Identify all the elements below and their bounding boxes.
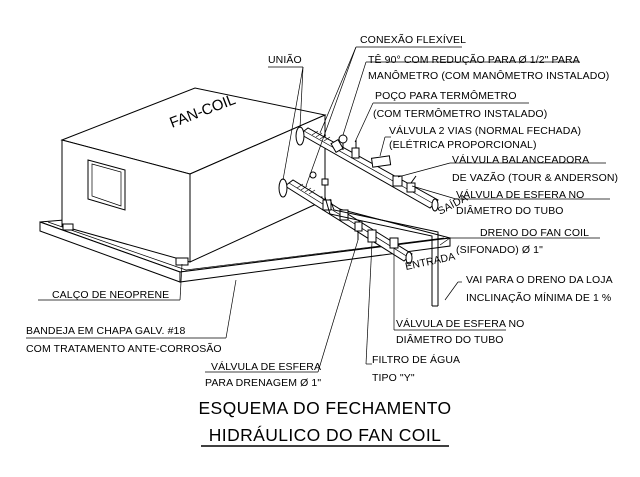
label-te90-line2: MANÔMETRO (COM MANÔMETRO INSTALADO) [368, 69, 609, 82]
label-dreno-line1: DRENO DO FAN COIL [480, 227, 589, 239]
label-esfera-tubo2-line1: VÁLVULA DE ESFERA NO [396, 317, 524, 330]
label-uniao: UNIÃO [268, 53, 302, 66]
label-bandeja-line2: COM TRATAMENTO ANTE-CORROSÃO [26, 342, 222, 355]
label-filtro-line2: TIPO "Y" [372, 372, 415, 384]
drain-pipe [324, 196, 439, 307]
label-balanceadora-line1: VÁLVULA BALANCEADORA [452, 153, 589, 166]
label-esfera-tubo1-line1: VÁLVULA DE ESFERA NO [456, 188, 584, 201]
label-poco-line2: (COM TERMÔMETRO INSTALADO) [373, 107, 547, 120]
label-dreno-line2: (SIFONADO) Ø 1" [456, 244, 543, 256]
label-filtro-line1: FILTRO DE ÁGUA [372, 353, 460, 366]
label-drenagem-line2: PARA DRENAGEM Ø 1" [205, 377, 321, 389]
label-esfera-tubo1-line2: DIÂMETRO DO TUBO [456, 204, 564, 217]
title-line1: ESQUEMA DO FECHAMENTO [198, 398, 451, 418]
title-line2: HIDRÁULICO DO FAN COIL [209, 425, 441, 445]
label-valvula2vias-line2: (ELÉTRICA PROPORCIONAL) [389, 138, 537, 151]
label-drenagem-line1: VÁLVULA DE ESFERA [211, 360, 321, 373]
upper-pipe-line [295, 126, 439, 212]
label-loja-line1: VAI PARA O DRENO DA LOJA [466, 274, 613, 286]
fan-coil-unit: FAN-COIL [60, 87, 327, 266]
label-valvula2vias-line1: VÁLVULA 2 VIAS (NORMAL FECHADA) [389, 124, 581, 137]
lower-pipe-line [278, 171, 413, 265]
label-loja-line2: INCLINAÇÃO MÍNIMA DE 1 % [466, 291, 611, 304]
label-poco-line1: POÇO PARA TERMÔMETRO [375, 89, 517, 102]
label-balanceadora-line2: DE VAZÃO (TOUR & ANDERSON) [452, 171, 618, 184]
diagram-title: ESQUEMA DO FECHAMENTO HIDRÁULICO DO FAN … [198, 398, 451, 447]
label-bandeja-line1: BANDEJA EM CHAPA GALV. #18 [26, 325, 185, 337]
label-te90-line1: TÊ 90° COM REDUÇÃO PARA Ø 1/2" PARA [368, 53, 580, 66]
label-conexao-flexivel: CONEXÃO FLEXÍVEL [360, 33, 466, 46]
leader-lines [26, 46, 610, 373]
callout-labels: UNIÃO CONEXÃO FLEXÍVEL TÊ 90° COM REDUÇÃ… [26, 33, 618, 389]
label-esfera-tubo2-line2: DIÂMETRO DO TUBO [396, 333, 504, 346]
label-calco: CALÇO DE NEOPRENE [52, 289, 169, 301]
